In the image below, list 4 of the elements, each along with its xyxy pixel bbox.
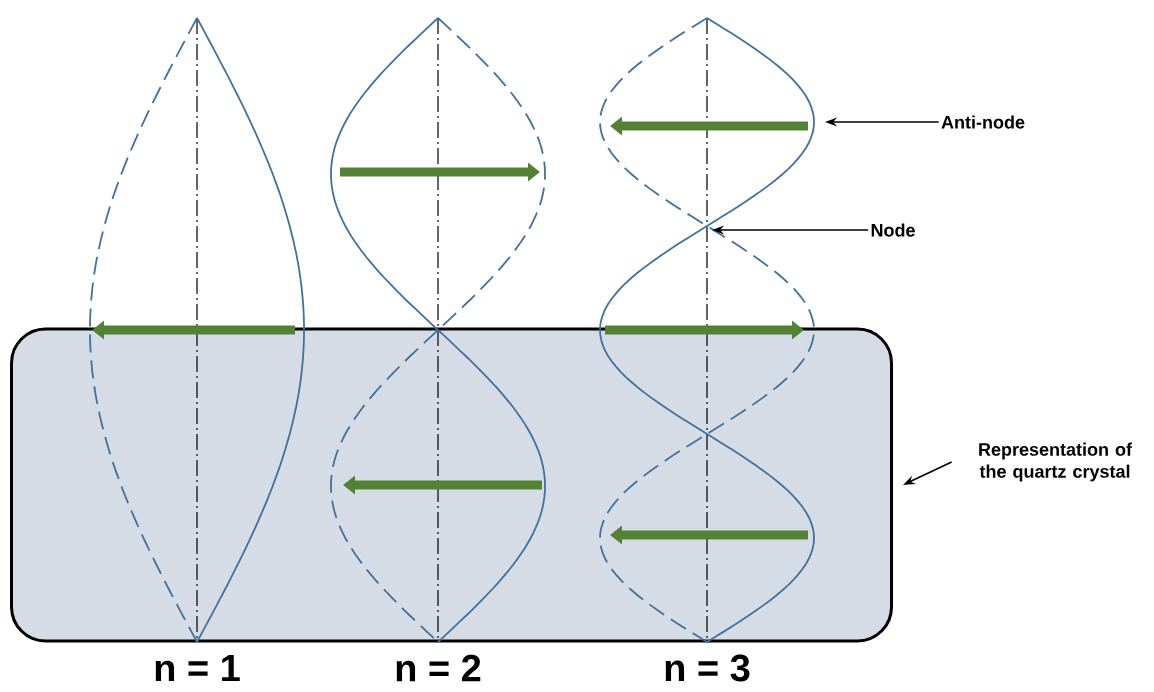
callout-label: Node — [871, 223, 915, 237]
callout-label: Representation of the quartz crystal — [979, 442, 1133, 482]
callout-label: Anti-node — [941, 115, 1025, 129]
crystal-block — [10, 327, 893, 643]
